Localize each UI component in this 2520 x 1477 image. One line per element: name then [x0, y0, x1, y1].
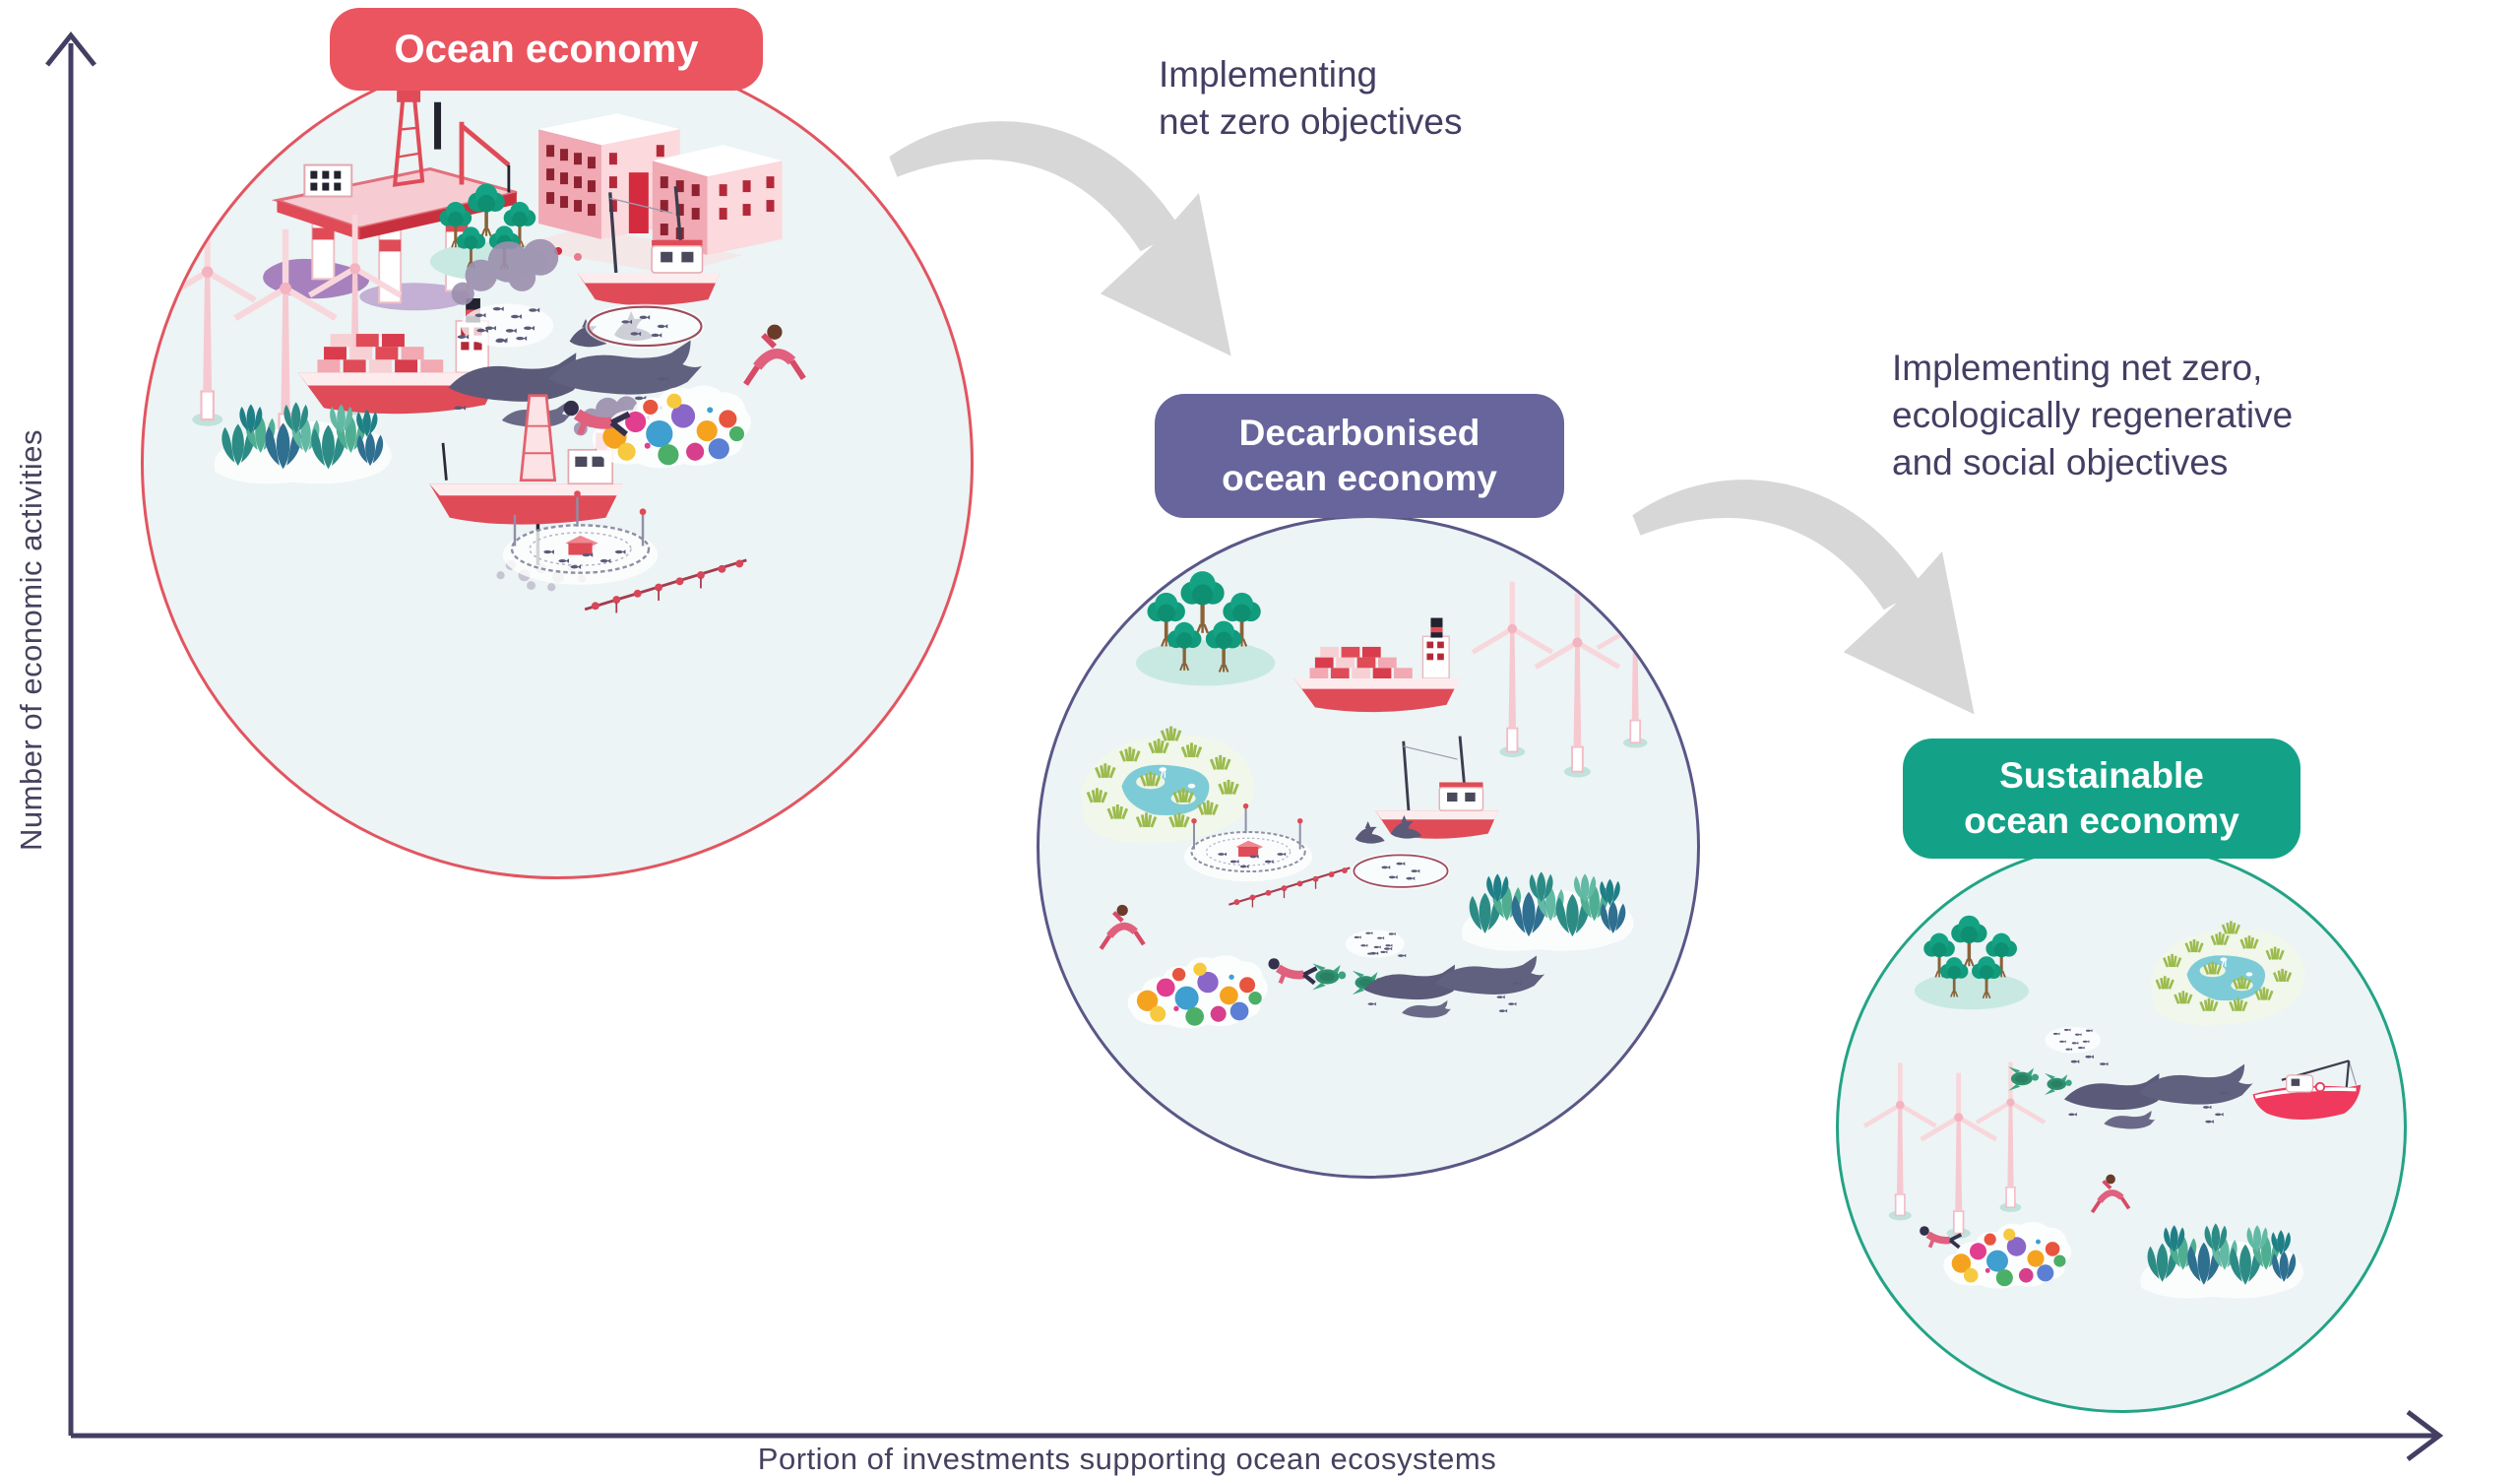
sustainable-ocean-economy-illustration	[1839, 845, 2363, 1410]
swimmer-icon	[746, 325, 804, 385]
whales-icon	[2064, 1055, 2253, 1128]
stage-pill-decarbonised-ocean-economy: Decarbonised ocean economy	[1155, 394, 1564, 518]
y-axis-label: Number of economic activities	[14, 429, 48, 851]
scuba-diver-icon	[1268, 958, 1316, 983]
whales-icon	[1363, 947, 1544, 1018]
coral-reef-icon	[1127, 955, 1268, 1029]
container-ship-icon	[1292, 616, 1461, 713]
transition-arrow-2-icon	[1632, 480, 1975, 715]
stage-circle-sustainable-ocean-economy	[1836, 842, 2407, 1413]
fish-pen-icon	[586, 304, 705, 349]
mangroves-icon	[1915, 916, 2029, 1010]
swimmer-icon	[2092, 1175, 2128, 1212]
stage-circle-ocean-economy	[141, 46, 974, 879]
fishing-trawler-icon	[1373, 735, 1500, 841]
decarbonised-ocean-economy-illustration	[1040, 518, 1697, 1029]
kelp-forest-icon	[215, 402, 392, 483]
saltmarsh-wetland-icon	[1081, 727, 1254, 844]
wild-fish-school-icon	[2045, 1027, 2101, 1054]
kelp-forest-icon	[2140, 1223, 2303, 1298]
mangroves-icon	[1136, 571, 1275, 685]
transition-label-2: Implementing net zero, ecologically rege…	[1892, 348, 2294, 483]
x-axis-arrowhead-icon	[2406, 1410, 2444, 1461]
saltmarsh-wetland-icon	[2150, 921, 2304, 1025]
stage-pill-ocean-economy: Ocean economy	[330, 8, 763, 91]
fish-pen-icon	[1352, 853, 1450, 890]
transition-label-1: Implementing net zero objectives	[1159, 54, 1463, 143]
x-axis-label: Portion of investments supporting ocean …	[757, 1442, 1497, 1476]
stage-pill-sustainable-ocean-economy: Sustainable ocean economy	[1903, 738, 2300, 859]
kelp-forest-icon	[1462, 871, 1633, 950]
y-axis-arrowhead-icon	[45, 31, 96, 67]
swimmer-icon	[1101, 905, 1143, 949]
offshore-wind-turbines-icon	[1864, 1062, 2045, 1239]
leisure-boat-icon	[2250, 1059, 2363, 1122]
ocean-economy-illustration	[144, 49, 971, 614]
stage-circle-decarbonised-ocean-economy	[1037, 515, 1700, 1179]
sea-turtles-icon	[2008, 1066, 2072, 1095]
